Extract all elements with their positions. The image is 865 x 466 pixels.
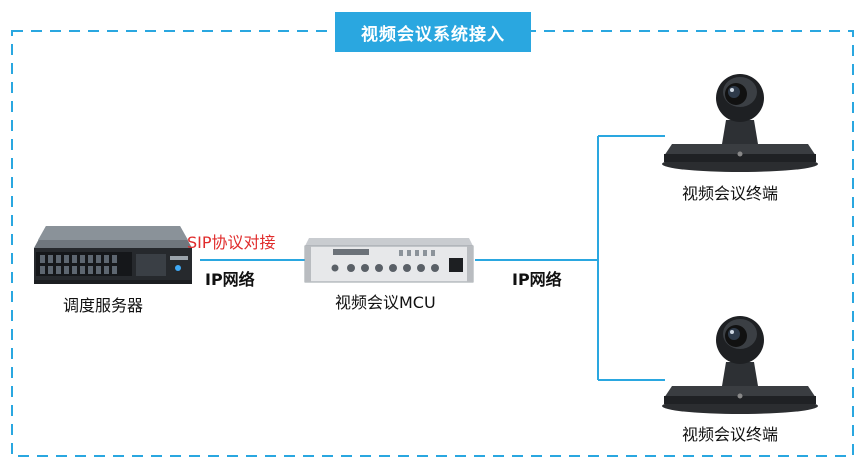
server-icon (34, 226, 192, 284)
mcu-icon (304, 238, 474, 283)
terminal-label-1: 视频会议终端 (682, 184, 779, 203)
protocol-label: SIP协议对接 (187, 233, 276, 252)
server-label: 调度服务器 (63, 296, 144, 315)
network-label-left: IP网络 (205, 270, 255, 289)
diagram-title: 视频会议系统接入 (335, 12, 531, 52)
mcu-label: 视频会议MCU (335, 293, 436, 312)
network-label-right: IP网络 (512, 270, 562, 289)
terminal-icon (662, 74, 818, 172)
terminal-label-2: 视频会议终端 (682, 425, 779, 444)
terminal-icon (662, 316, 818, 414)
